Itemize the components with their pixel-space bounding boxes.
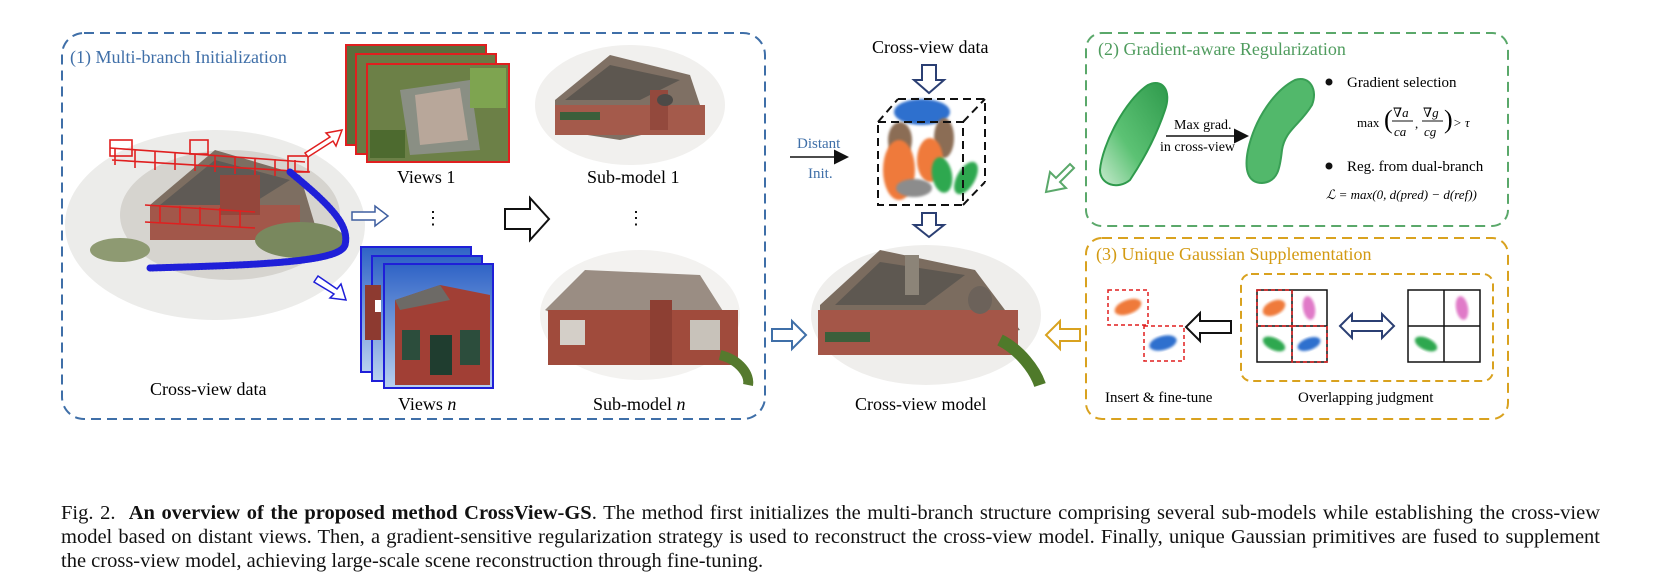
insert-gaussians bbox=[1107, 289, 1185, 362]
formula-1: max ( ∇a ca , ∇g cg ) > τ bbox=[1357, 105, 1471, 139]
svg-text:∇a: ∇a bbox=[1393, 105, 1409, 120]
down-arrow-top bbox=[911, 64, 947, 95]
panel1-title: (1) Multi-branch Initialization bbox=[70, 47, 287, 68]
arrow-to-views1 bbox=[303, 129, 344, 159]
svg-text:,: , bbox=[1415, 116, 1418, 131]
gaussian-blob-before bbox=[1098, 82, 1169, 187]
center-crossview-data-label: Cross-view data bbox=[872, 37, 988, 57]
panel2-title: (2) Gradient-aware Regularization bbox=[1098, 39, 1346, 60]
arrow-from-panel3 bbox=[1044, 318, 1081, 352]
crossview-data-label-left: Cross-view data bbox=[150, 379, 266, 399]
insert-label: Insert & fine-tune bbox=[1105, 390, 1213, 406]
overview-figure: (1) Multi-branch Initialization Cross-vi… bbox=[61, 32, 1509, 420]
arrow-to-ellipsis bbox=[351, 204, 390, 228]
svg-text:cg: cg bbox=[1424, 124, 1437, 139]
caption-bold-title: An overview of the proposed method Cross… bbox=[128, 501, 592, 524]
svg-text:> τ: > τ bbox=[1453, 115, 1471, 130]
arrow-left-insert bbox=[1184, 310, 1232, 344]
blue-camera-trajectory bbox=[146, 168, 350, 272]
bullet-1-dot bbox=[1325, 78, 1333, 86]
point-cloud-scene bbox=[65, 130, 365, 320]
panel3-frame bbox=[1085, 237, 1509, 420]
caption-prefix: Fig. 2. bbox=[61, 501, 116, 524]
arrow-to-viewsn bbox=[312, 274, 348, 301]
bullet-2-text: Reg. from dual-branch bbox=[1347, 159, 1484, 175]
crossview-model-label: Cross-view model bbox=[855, 394, 986, 414]
init-label: Init. bbox=[808, 166, 833, 182]
submodel-n-label: Sub-model n bbox=[593, 394, 686, 414]
svg-text:): ) bbox=[1444, 105, 1453, 134]
arrow-to-submodels bbox=[504, 195, 551, 243]
submodel-n-image bbox=[540, 250, 754, 386]
views-ellipsis: ⋮ bbox=[424, 208, 442, 228]
caption-text: . The method first initializes the multi… bbox=[61, 501, 1601, 572]
submodel-1-label: Sub-model 1 bbox=[587, 167, 680, 187]
arrow-from-panel2 bbox=[1044, 162, 1076, 194]
bullet-2-dot bbox=[1325, 162, 1333, 170]
gaussian-blob-after bbox=[1245, 78, 1315, 185]
svg-text:max: max bbox=[1357, 115, 1380, 130]
bullet-1-text: Gradient selection bbox=[1347, 75, 1457, 91]
svg-text:ca: ca bbox=[1394, 124, 1407, 139]
arrow-from-panel1 bbox=[771, 318, 808, 352]
red-camera-frustums bbox=[109, 139, 311, 229]
figure-caption: Fig. 2. An overview of the proposed meth… bbox=[61, 501, 1600, 573]
distant-label: Distant bbox=[797, 136, 841, 152]
panel3-title: (3) Unique Gaussian Supplementation bbox=[1096, 244, 1371, 265]
overlap-frame bbox=[1240, 273, 1494, 382]
views-1-photos bbox=[345, 44, 510, 163]
formula-2: ℒ = max(0, d(pred) − d(ref)) bbox=[1326, 187, 1477, 202]
panel1-frame bbox=[61, 32, 766, 420]
panel2-arrow-label-1: Max grad. bbox=[1174, 118, 1232, 133]
grid-right bbox=[1407, 289, 1481, 363]
gaussian-cube bbox=[877, 98, 986, 206]
svg-text:∇g: ∇g bbox=[1423, 105, 1439, 120]
views-n-photos bbox=[360, 246, 494, 389]
double-arrow bbox=[1338, 311, 1396, 341]
panel2-frame bbox=[1085, 32, 1509, 227]
panel2-arrow-label-2: in cross-view bbox=[1160, 140, 1236, 155]
submodel-ellipsis: ⋮ bbox=[627, 208, 645, 228]
overlap-label: Overlapping judgment bbox=[1298, 390, 1434, 406]
grid-left bbox=[1256, 289, 1328, 363]
views-1-label: Views 1 bbox=[397, 167, 455, 187]
submodel-1-image bbox=[535, 45, 725, 165]
down-arrow-bottom bbox=[911, 212, 947, 239]
crossview-model-image bbox=[811, 245, 1046, 388]
views-n-label: Views n bbox=[398, 394, 456, 414]
svg-text:(: ( bbox=[1384, 105, 1393, 134]
